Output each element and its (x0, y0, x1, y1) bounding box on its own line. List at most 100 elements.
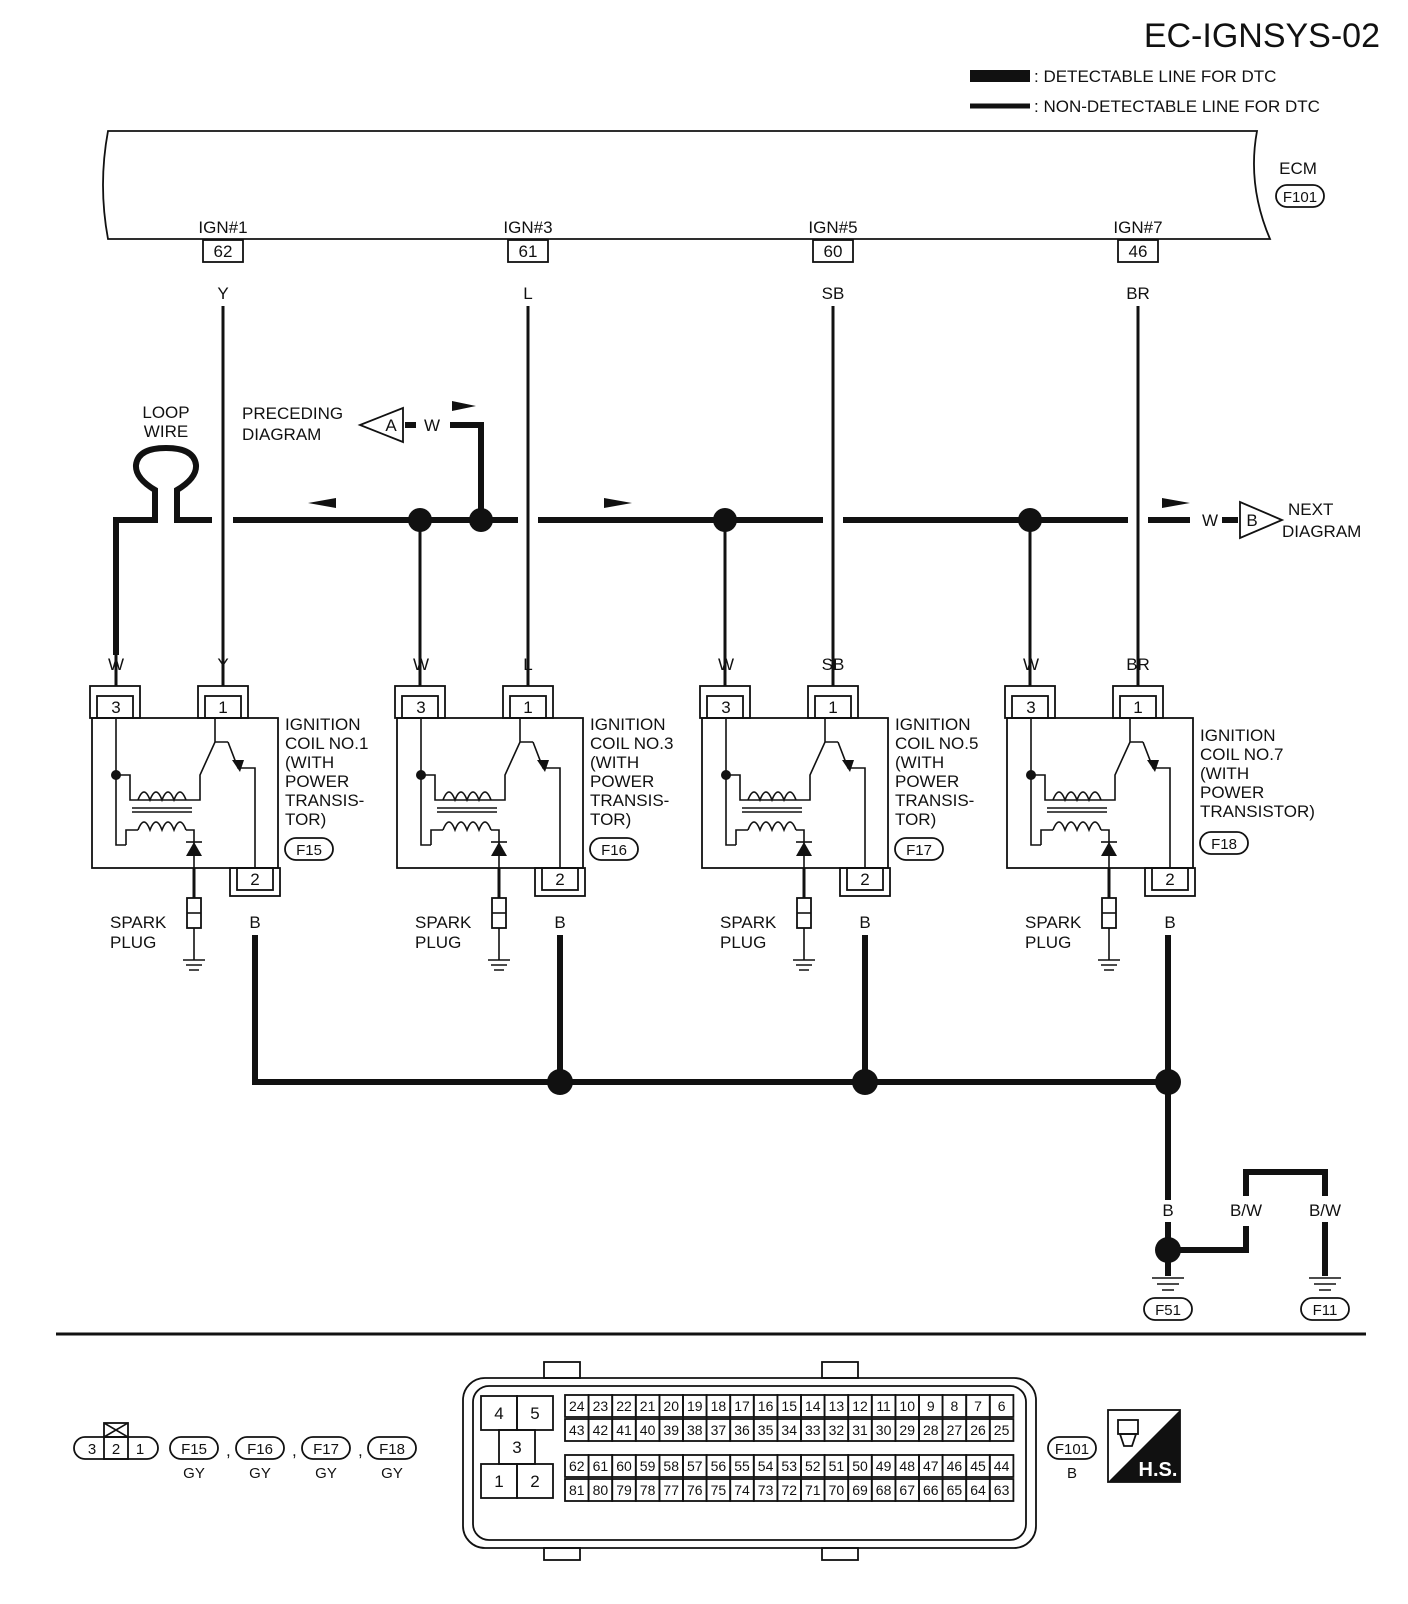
ignition-coil-3: W L 3 1 2 SPARK PLUG B IGNITION COIL NO.… (394, 655, 673, 971)
spark-plug-label-2: PLUG (110, 933, 156, 952)
ecm-pin-number: 60 (824, 242, 843, 261)
ecm-small-pin: 5 (530, 1404, 539, 1423)
ecm-pin-number: 40 (640, 1422, 656, 1438)
ecm-pin-number: 20 (663, 1398, 679, 1414)
loop-wire-label-1: LOOP (142, 403, 189, 422)
ecm-pin-number: 53 (781, 1458, 797, 1474)
ecm-pin-number: 76 (687, 1482, 703, 1498)
ecm-pin-number: 65 (947, 1482, 963, 1498)
next-marker-icon (1239, 500, 1285, 540)
coil-secondary-wiring (125, 829, 195, 868)
preceding-marker-icon (357, 406, 404, 444)
ground-bw-wire (1168, 1226, 1249, 1253)
hs-icon: H.S. (1107, 1409, 1181, 1483)
coil-desc-line: POWER (1200, 783, 1264, 802)
coil-desc-line: POWER (895, 772, 959, 791)
ecm-pin-cell (988, 1478, 1015, 1502)
ecm-pin-number: 6 (998, 1398, 1006, 1414)
ecm-pin-number: 19 (687, 1398, 703, 1414)
spark-plug-label-2: PLUG (720, 933, 766, 952)
ecm-pin-wire-color: SB (822, 284, 845, 303)
ecm-footer-id: F101 (1055, 1441, 1089, 1458)
ecm-pin-number: 10 (899, 1398, 915, 1414)
coil-pin3: 3 (721, 698, 730, 717)
ecm-pin-cell (988, 1418, 1015, 1442)
ecm-pin-number: 35 (758, 1422, 774, 1438)
coil-connector-badge (1199, 831, 1249, 855)
spark-plug-label-1: SPARK (415, 913, 472, 932)
coil-desc-line: (WITH (1200, 764, 1249, 783)
legend-detectable-text: : DETECTABLE LINE FOR DTC (1034, 67, 1276, 86)
ecm-pin-ign3: IGN#3 61 L (503, 218, 552, 303)
coil-pin3: 3 (111, 698, 120, 717)
loop-wire-label-2: WIRE (144, 422, 188, 441)
coil-pin3-box (706, 695, 744, 719)
coil-connector-badge (894, 837, 944, 861)
coil-desc-line: IGNITION (285, 715, 361, 734)
coil-secondary-winding (137, 821, 187, 833)
coil-node-dot (1026, 770, 1036, 780)
ecm-block (102, 130, 1272, 240)
ecm-footer-badge (1047, 1436, 1097, 1460)
ecm-pin-number: 42 (593, 1422, 609, 1438)
ecm-pin-number: 79 (616, 1482, 632, 1498)
coil-pin3: 3 (416, 698, 425, 717)
ground-f11-id: F11 (1313, 1302, 1338, 1319)
connector-pin: 2 (112, 1441, 120, 1458)
ecm-pin-number: 34 (781, 1422, 797, 1438)
ecm-pin-number: 71 (805, 1482, 821, 1498)
ecm-pin-name: IGN#3 (503, 218, 552, 237)
ecm-pin-number: 66 (923, 1482, 939, 1498)
connector-id: F16 (247, 1441, 273, 1458)
ecm-pin-number: 31 (852, 1422, 868, 1438)
coil-secondary-winding (747, 821, 797, 833)
ecm-pin-number: 68 (876, 1482, 892, 1498)
transistor-arrow-icon (1147, 760, 1159, 772)
coil-desc-line: TOR) (895, 810, 936, 829)
coil-pin1: 1 (1133, 698, 1142, 717)
coil-connector-list: F15 GY , F16 GY , F17 GY , F18 GY (169, 1436, 417, 1482)
ecm-pin-number: 23 (593, 1398, 609, 1414)
coil-node-dot (721, 770, 731, 780)
ecm-pin-wire-color: BR (1126, 284, 1150, 303)
ecm-face-tab (543, 1361, 581, 1379)
arrow-next-icon (1162, 498, 1190, 508)
coil-pin2: 2 (1165, 870, 1174, 889)
coil-connector-badge (589, 837, 639, 861)
ecm-connector-id: F101 (1283, 189, 1317, 206)
ecm-small-pin: 3 (512, 1438, 521, 1457)
loop-wire (113, 444, 212, 655)
transistor-arrow-icon (842, 760, 854, 772)
connector-id: F18 (379, 1441, 405, 1458)
ground-f11-badge (1300, 1297, 1350, 1321)
separator: , (358, 1441, 363, 1460)
coil-secondary-wiring (1040, 829, 1110, 868)
coil-secondary-wiring (430, 829, 500, 868)
ecm-pin-name: IGN#5 (808, 218, 857, 237)
ecm-pin-number: 45 (970, 1458, 986, 1474)
ecm-pin-number: 81 (569, 1482, 585, 1498)
coil-diode-icon (491, 842, 507, 856)
coil-desc-line: (WITH (590, 753, 639, 772)
coil-desc-line: POWER (590, 772, 654, 791)
ecm-pin-cell (988, 1394, 1015, 1418)
coil-internal-wiring (115, 718, 256, 868)
ecm-pin-number: 30 (876, 1422, 892, 1438)
coil-connector-badge (284, 837, 334, 861)
coil-desc-line: TRANSIS- (895, 791, 974, 810)
hs-icon-fill (1108, 1410, 1180, 1482)
coil-desc-line: IGNITION (895, 715, 971, 734)
transistor-arrow-icon (232, 760, 244, 772)
ignition-coil-5: W SB 3 1 2 SPARK PLUG B IGNITION COIL NO… (699, 655, 978, 971)
ecm-pin-number: 50 (852, 1458, 868, 1474)
ecm-pin-wire-color: Y (217, 284, 228, 303)
coil-pin3: 3 (1026, 698, 1035, 717)
coil-diode-icon (796, 842, 812, 856)
ecm-pin-number: 46 (947, 1458, 963, 1474)
ecm-pin-number: 15 (781, 1398, 797, 1414)
coil-desc-line: TOR) (285, 810, 326, 829)
coil-secondary-winding (1052, 821, 1102, 833)
connector-latch-cross (103, 1422, 129, 1438)
